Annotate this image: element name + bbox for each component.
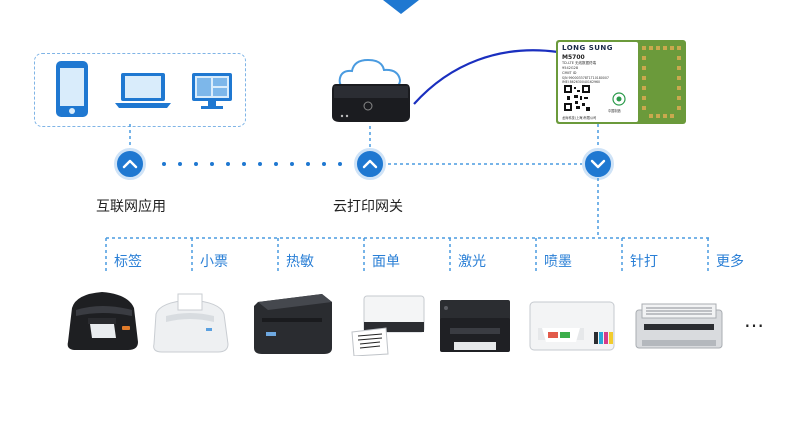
node-cloud-gateway[interactable] [354, 148, 386, 180]
category-label-label[interactable]: 标签 [114, 254, 142, 270]
certification-badge [612, 92, 626, 106]
laptop-icon [115, 73, 171, 108]
node-printers[interactable] [582, 148, 614, 180]
thermal-printer-image [254, 294, 332, 354]
connector-module [597, 124, 599, 151]
module-brand: LONG SUNG [562, 44, 614, 52]
cloud-gateway-label: 云打印网关 [333, 199, 403, 215]
more-ellipsis: … [744, 308, 766, 332]
module-line4: S/N 990003378T1T10180007 [562, 76, 609, 80]
inkjet-printer-image [529, 301, 615, 351]
cloud-icon [338, 58, 402, 89]
category-label-thermal[interactable]: 热敏 [286, 254, 314, 270]
module-sticker: LONG SUNG M5700 TD-LTE 无线数据终端 9542G28 CM… [558, 42, 638, 122]
category-label-dotmatrix[interactable]: 针打 [630, 254, 658, 270]
category-label-waybill[interactable]: 面单 [372, 254, 400, 270]
laser-printer-image [440, 300, 510, 352]
connector-row-left [162, 162, 342, 166]
module-line5: IMEI 862630040162960 [562, 80, 601, 84]
gateway-device [332, 84, 410, 122]
category-bracket [105, 237, 712, 272]
chevron-up-icon [362, 159, 378, 169]
category-label-inkjet[interactable]: 喷墨 [544, 254, 572, 270]
category-label-more[interactable]: 更多 [716, 254, 744, 270]
dotmatrix-printer-image [635, 303, 723, 349]
node-internet-app[interactable] [114, 148, 146, 180]
module-line2: 9542G28 [562, 66, 579, 70]
module-line3: CMIIT ID [562, 71, 577, 75]
module-model: M5700 [562, 54, 585, 61]
module-line1: TD-LTE 无线数据终端 [562, 61, 597, 65]
module-badge: 中国制造 [608, 109, 621, 113]
module-footer: 龙尚科技(上海)有限公司 [562, 116, 597, 120]
module-pads [642, 46, 681, 118]
connector-row-right [388, 163, 582, 165]
connector-gateway [369, 126, 371, 152]
devices-group-box [34, 53, 246, 127]
receipt-printer-image [153, 293, 229, 353]
wire-cable [413, 49, 559, 105]
category-label-receipt[interactable]: 小票 [200, 254, 228, 270]
lte-module: LONG SUNG M5700 TD-LTE 无线数据终端 9542G28 CM… [556, 40, 686, 124]
label-printer-image [67, 292, 138, 350]
waybill-printer-image [351, 295, 425, 356]
connector-devices [129, 124, 131, 152]
internet-app-label: 互联网应用 [96, 199, 166, 215]
chevron-up-icon [122, 159, 138, 169]
monitor-icon [192, 73, 232, 109]
qr-code [564, 85, 590, 111]
top-arrow-marker [383, 0, 419, 14]
category-label-laser[interactable]: 激光 [458, 254, 486, 270]
smartphone-icon [56, 61, 88, 117]
connector-bracket-stem [597, 178, 599, 238]
chevron-down-icon [590, 159, 606, 169]
